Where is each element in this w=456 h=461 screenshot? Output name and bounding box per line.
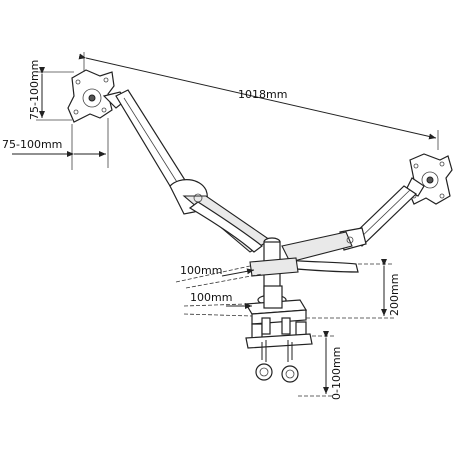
clamp-range-label: 0-100mm [330, 347, 343, 400]
dimension-total-width [78, 52, 439, 150]
right-arm [281, 177, 425, 273]
dimension-base-depth [183, 303, 253, 317]
dimension-vesa-height [36, 67, 74, 121]
desk-clamp [244, 285, 313, 383]
dimension-pole-depth [175, 265, 263, 289]
dimension-arm-height [306, 259, 394, 319]
total-width-label: 1018mm [238, 88, 287, 101]
arm-height-label: 200mm [388, 274, 401, 316]
dimension-vesa-width [12, 118, 109, 170]
pole-depth-label: 100mm [180, 264, 222, 277]
base-depth-label: 100mm [190, 291, 232, 304]
left-arm [102, 89, 272, 253]
dimension-clamp-range [298, 331, 334, 397]
right-vesa-plate [407, 153, 453, 205]
vesa-width-label: 75-100mm [2, 138, 62, 151]
vesa-height-label: 75-100mm [28, 60, 41, 120]
